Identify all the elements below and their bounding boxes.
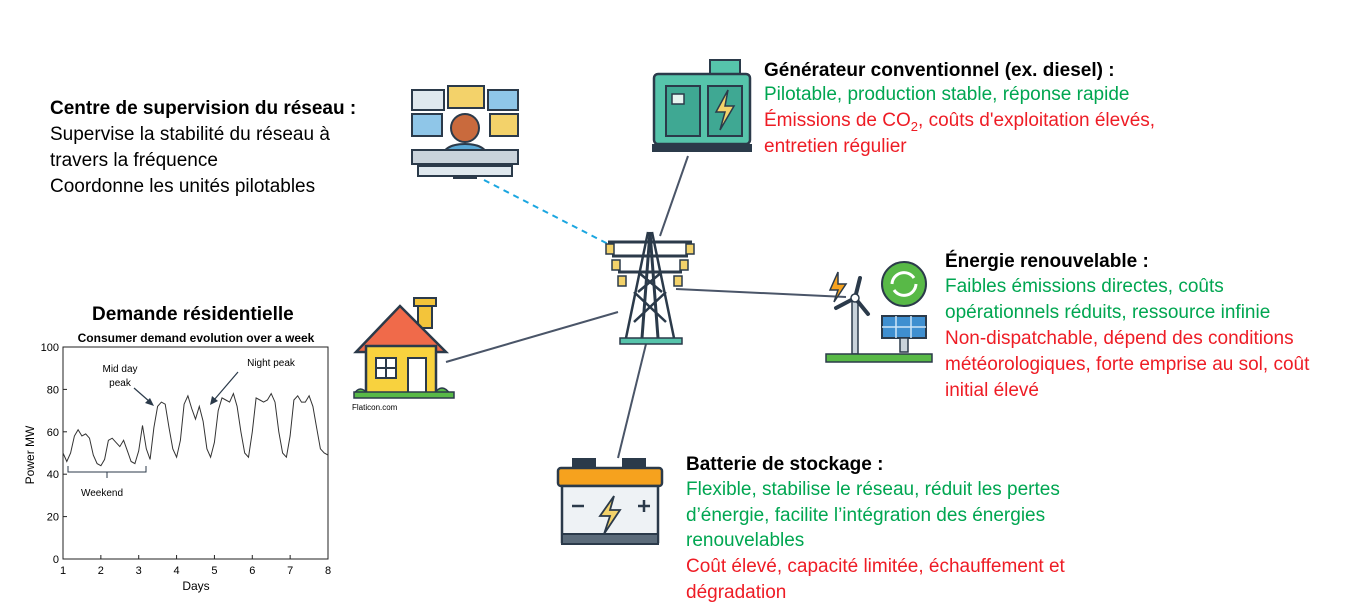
house-icon — [353, 297, 455, 399]
renewable-advantage-1: Faibles émissions directes, coûts — [945, 276, 1224, 297]
renewable-drawback-3: initial élevé — [945, 380, 1039, 401]
supervision-line-3: Coordonne les unités pilotables — [50, 176, 316, 197]
renewable-advantage-2: opérationnels réduits, ressource infinie — [945, 302, 1271, 323]
chart-title: Consumer demand evolution over a week — [78, 331, 315, 345]
demand-chart: Consumer demand evolution over a week 0 2… — [23, 331, 331, 593]
y-tick-label: 100 — [41, 342, 59, 354]
y-tick-label: 80 — [47, 384, 59, 396]
generator-drawback-1: Émissions de CO2, coûts d'exploitation é… — [764, 108, 1155, 140]
grid-links — [445, 155, 847, 459]
supervision-line-1: Supervise la stabilité du réseau à — [50, 124, 330, 145]
x-tick-label: 3 — [136, 565, 142, 577]
y-tick-label: 60 — [47, 427, 59, 439]
x-tick-label: 7 — [287, 565, 293, 577]
battery-advantage-2: d’énergie, facilite l’intégration des én… — [686, 505, 1046, 526]
link-battery-grid — [617, 343, 647, 459]
annotation-midday-arrow — [133, 387, 151, 403]
battery-drawback-1: Coût élevé, capacité limitée, échauffeme… — [686, 556, 1065, 577]
battery-advantage-1: Flexible, stabilise le réseau, réduit le… — [686, 479, 1060, 500]
annotation-midday-2: peak — [109, 378, 132, 389]
demand-series-line — [62, 392, 329, 467]
generator-title: Générateur conventionnel (ex. diesel) : — [764, 60, 1115, 81]
y-axis-label: Power MW — [23, 425, 37, 484]
x-tick-label: 4 — [174, 565, 180, 577]
renewable-drawback-2: météorologiques, forte emprise au sol, c… — [945, 354, 1310, 375]
x-tick-label: 2 — [98, 565, 104, 577]
x-tick-label: 5 — [211, 565, 217, 577]
weekend-brace — [67, 466, 147, 478]
residential-title: Demande résidentielle — [92, 304, 294, 325]
renewable-drawback-1: Non-dispatchable, dépend des conditions — [945, 328, 1294, 349]
battery-title: Batterie de stockage : — [686, 454, 884, 475]
renewable-title: Énergie renouvelable : — [945, 251, 1149, 272]
generator-drawback-2: entretien régulier — [764, 136, 907, 157]
annotation-weekend: Weekend — [81, 488, 123, 499]
x-axis-label: Days — [182, 579, 209, 593]
link-generator-grid — [659, 155, 689, 237]
wind-solar-icon — [825, 261, 933, 363]
control-room-operator-icon — [411, 85, 519, 179]
link-house-grid — [445, 311, 619, 363]
flaticon-credit: Flaticon.com — [352, 403, 398, 412]
co2-suffix: , coûts d'exploitation élevés, — [918, 110, 1156, 131]
annotation-midday-arrowhead — [145, 398, 154, 406]
link-supervision-grid — [483, 179, 613, 247]
y-tick-label: 40 — [47, 469, 59, 481]
link-renewable-grid — [675, 288, 847, 298]
transmission-tower-icon — [605, 231, 695, 345]
plot-area — [62, 346, 329, 560]
x-tick-label: 8 — [325, 565, 331, 577]
x-tick-label: 6 — [249, 565, 255, 577]
co2-prefix: Émissions de CO — [764, 110, 911, 131]
battery-drawback-2: dégradation — [686, 582, 787, 603]
x-tick-label: 1 — [60, 565, 66, 577]
generator-advantage-1: Pilotable, production stable, réponse ra… — [764, 84, 1130, 105]
co2-subscript: 2 — [910, 118, 919, 134]
y-tick-label: 0 — [53, 554, 59, 566]
supervision-title: Centre de supervision du réseau : — [50, 98, 357, 119]
annotation-midday: Mid day — [102, 364, 137, 375]
y-tick-label: 20 — [47, 512, 59, 524]
supervision-line-2: travers la fréquence — [50, 150, 218, 171]
battery-icon — [556, 458, 664, 545]
annotation-night-arrowhead — [210, 396, 218, 405]
annotation-night-peak: Night peak — [247, 358, 296, 369]
battery-advantage-3: renouvelables — [686, 530, 805, 551]
annotation-night-arrow — [213, 371, 239, 401]
diesel-generator-icon — [652, 59, 752, 152]
